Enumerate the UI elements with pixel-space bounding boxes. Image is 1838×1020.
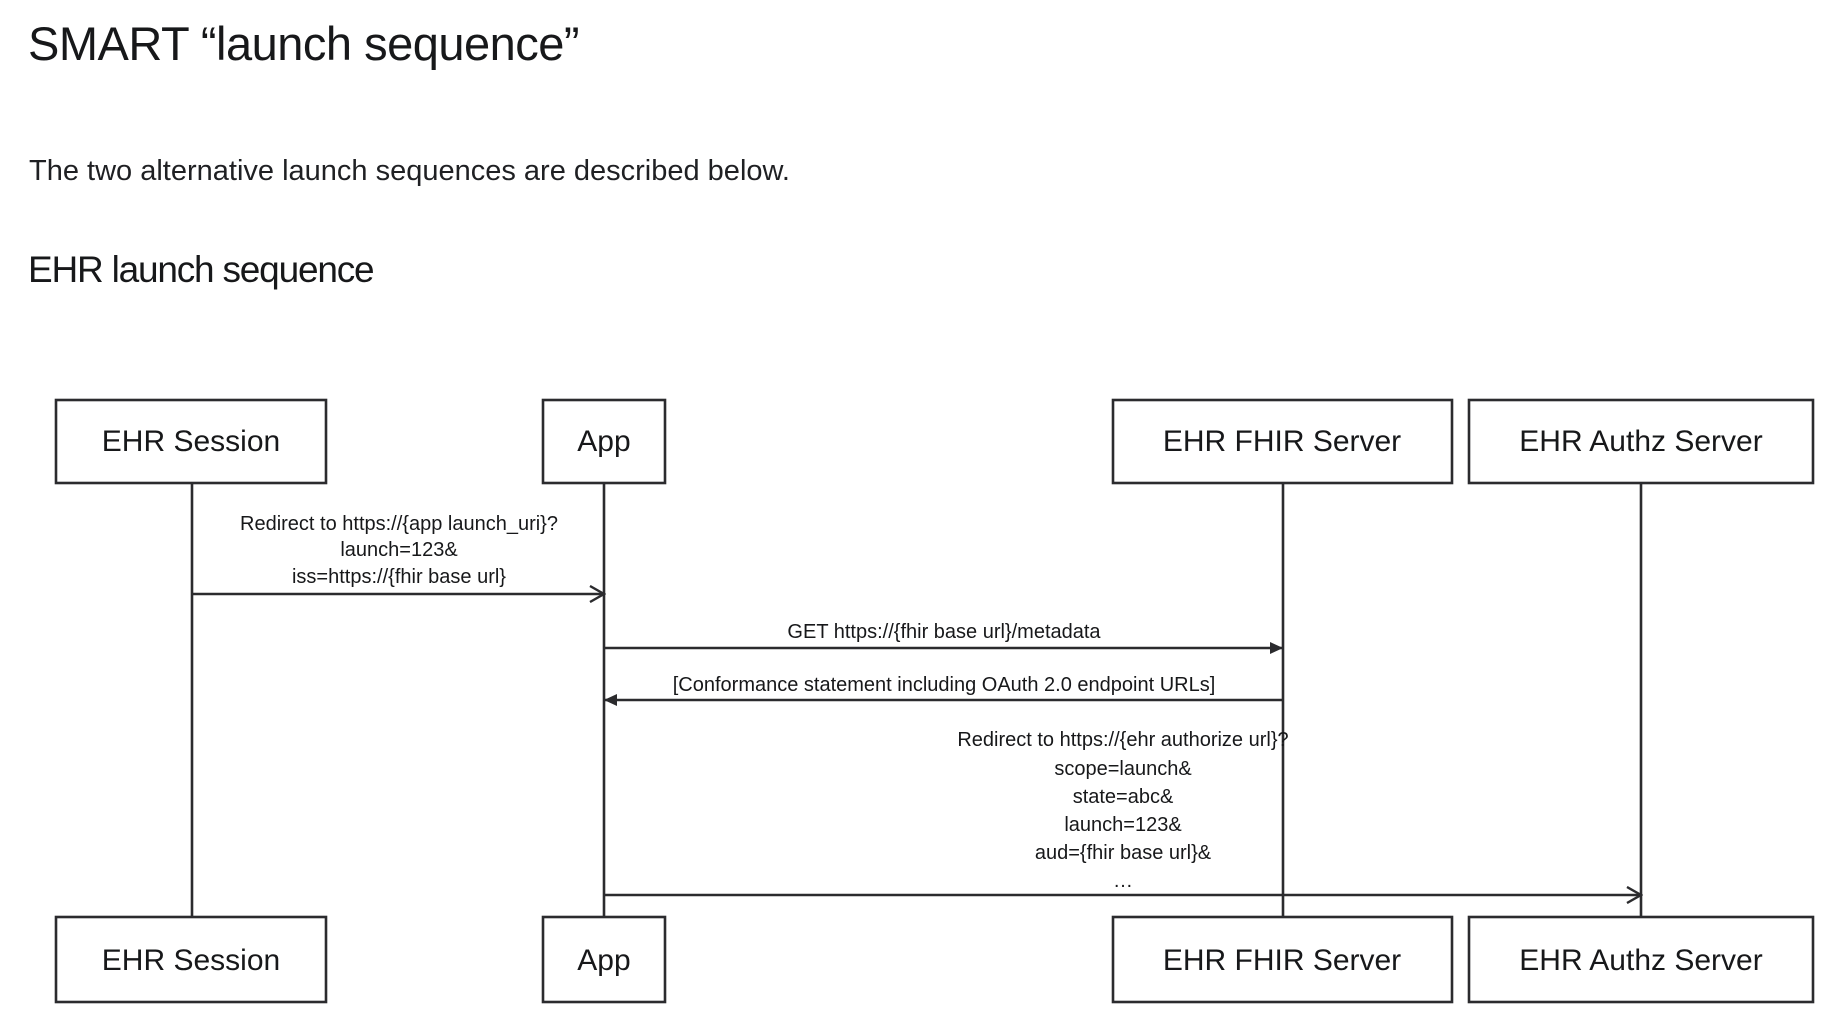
participant-box-ehr-session-top[interactable]: EHR Session — [54, 398, 328, 485]
message-label-get-metadata: GET https://{fhir base url}/metadata — [787, 621, 1101, 643]
message-label-redirect-launch-uri-line-3: iss=https://{fhir base url} — [292, 566, 506, 588]
message-label-redirect-authorize-line-4: launch=123& — [1064, 814, 1182, 836]
participant-label-ehr-fhir-server-top: EHR FHIR Server — [1163, 425, 1401, 458]
message-label-redirect-launch-uri-line-2: launch=123& — [340, 539, 458, 561]
participant-box-ehr-authz-server-top[interactable]: EHR Authz Server — [1467, 398, 1815, 485]
message-redirect-launch-uri[interactable]: Redirect to https://{app launch_uri}? la… — [192, 513, 604, 594]
message-label-redirect-authorize-line-2: scope=launch& — [1054, 758, 1192, 780]
participant-boxes-top: EHR Session App EHR FHIR Server EHR Auth… — [54, 398, 1815, 485]
message-get-metadata[interactable]: GET https://{fhir base url}/metadata — [604, 621, 1283, 654]
message-label-redirect-launch-uri-line-1: Redirect to https://{app launch_uri}? — [240, 513, 558, 535]
participant-box-app-top[interactable]: App — [541, 398, 667, 485]
participant-box-app-bottom[interactable]: App — [541, 915, 667, 1004]
participant-box-ehr-session-bottom[interactable]: EHR Session — [54, 915, 328, 1004]
participant-box-ehr-authz-server-bottom[interactable]: EHR Authz Server — [1467, 915, 1815, 1004]
message-conformance-statement[interactable]: [Conformance statement including OAuth 2… — [604, 674, 1283, 706]
message-label-redirect-authorize-line-3: state=abc& — [1073, 786, 1174, 808]
participant-label-app-top: App — [577, 425, 630, 458]
page-title: SMART “launch sequence” — [28, 17, 580, 70]
participant-label-ehr-authz-server-bottom: EHR Authz Server — [1519, 944, 1762, 977]
message-label-conformance-statement: [Conformance statement including OAuth 2… — [673, 674, 1216, 696]
participant-box-ehr-fhir-server-top[interactable]: EHR FHIR Server — [1111, 398, 1454, 485]
message-label-redirect-authorize-line-6: … — [1113, 870, 1133, 892]
participant-box-ehr-fhir-server-bottom[interactable]: EHR FHIR Server — [1111, 915, 1454, 1004]
participant-boxes-bottom: EHR Session App EHR FHIR Server EHR Auth… — [54, 915, 1815, 1004]
message-label-redirect-authorize-line-5: aud={fhir base url}& — [1035, 842, 1212, 864]
message-label-redirect-authorize-line-1: Redirect to https://{ehr authorize url}? — [957, 729, 1288, 751]
section-heading: EHR launch sequence — [28, 249, 375, 290]
participant-label-app-bottom: App — [577, 944, 630, 977]
participant-label-ehr-authz-server-top: EHR Authz Server — [1519, 425, 1762, 458]
intro-paragraph: The two alternative launch sequences are… — [29, 155, 790, 187]
participant-label-ehr-fhir-server-bottom: EHR FHIR Server — [1163, 944, 1401, 977]
participant-label-ehr-session-bottom: EHR Session — [102, 944, 280, 977]
participant-label-ehr-session-top: EHR Session — [102, 425, 280, 458]
message-redirect-authorize[interactable]: Redirect to https://{ehr authorize url}?… — [604, 729, 1641, 895]
